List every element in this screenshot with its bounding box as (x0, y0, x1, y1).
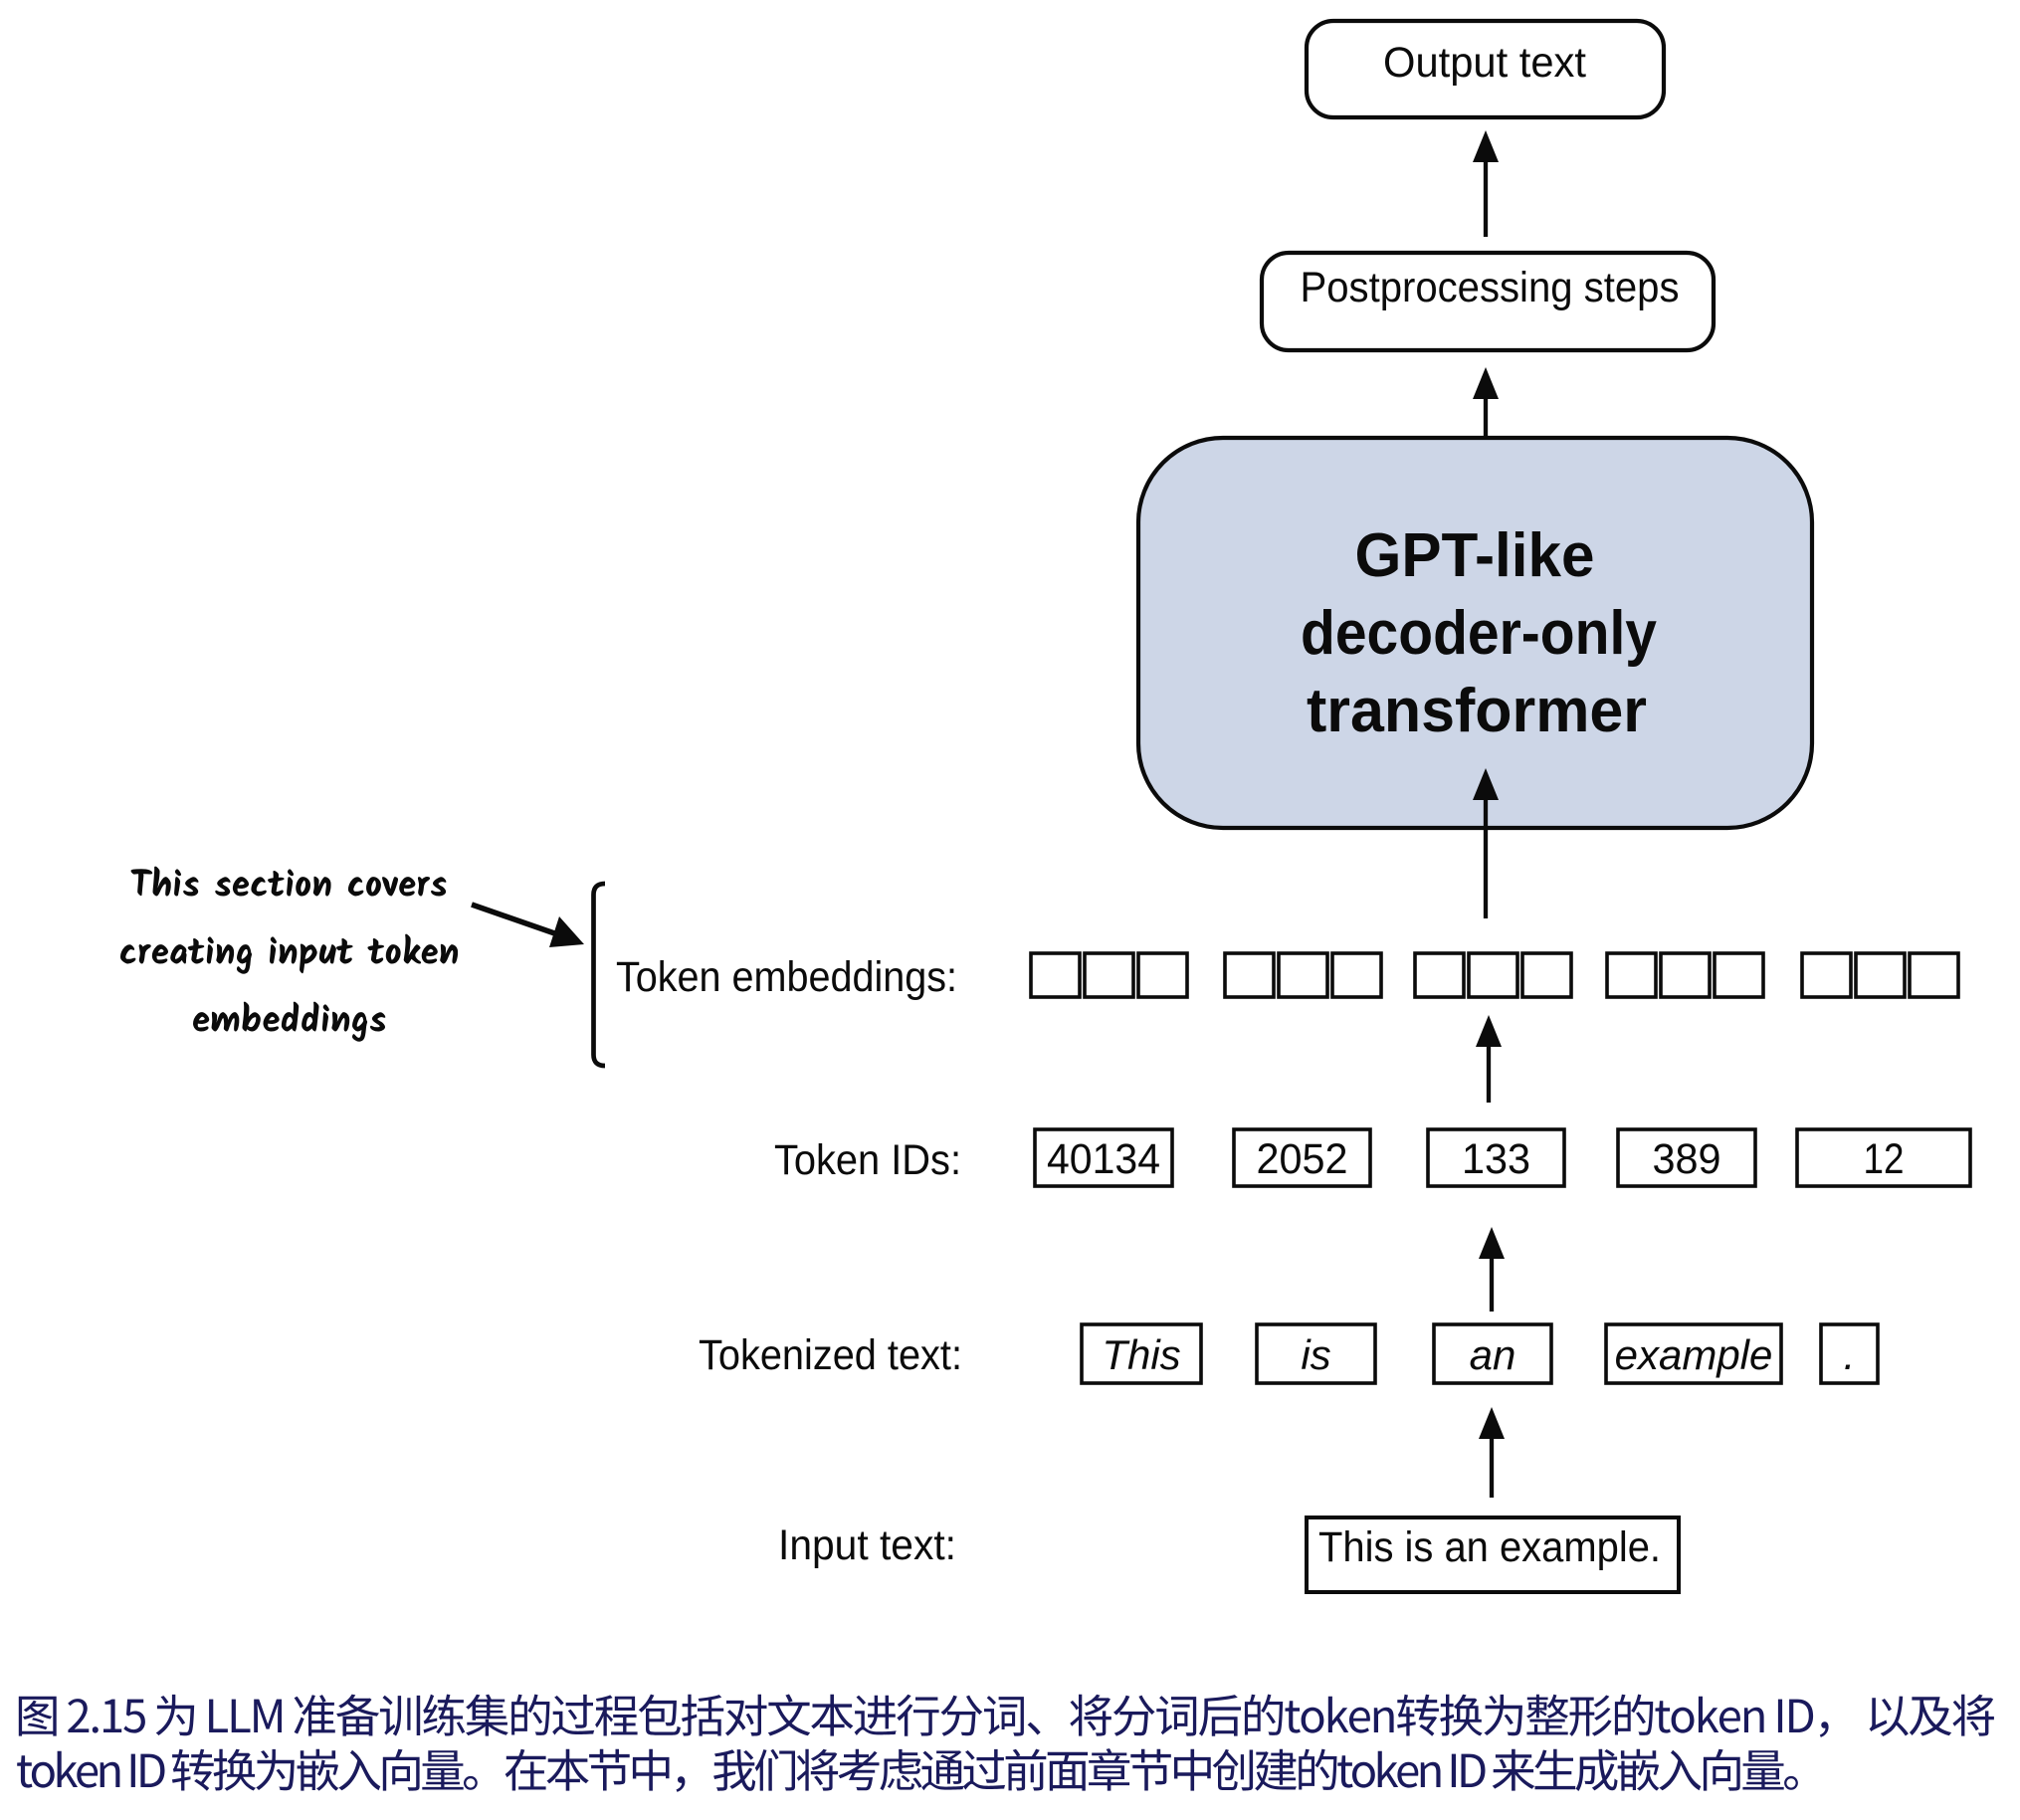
svg-text:is: is (1301, 1331, 1330, 1378)
svg-text:Output text: Output text (1383, 39, 1586, 87)
svg-text:Token embeddings:: Token embeddings: (616, 953, 957, 1001)
svg-text:Input text:: Input text: (778, 1521, 956, 1569)
svg-text:389: 389 (1653, 1135, 1721, 1183)
svg-text:.: . (1844, 1331, 1856, 1378)
svg-text:133: 133 (1462, 1135, 1530, 1183)
svg-text:40134: 40134 (1047, 1135, 1160, 1183)
svg-text:Token IDs:: Token IDs: (774, 1136, 961, 1184)
svg-text:This is an example.: This is an example. (1318, 1523, 1661, 1571)
svg-text:12: 12 (1864, 1135, 1905, 1183)
svg-text:2052: 2052 (1257, 1135, 1348, 1183)
svg-text:example: example (1615, 1331, 1773, 1378)
svg-text:an: an (1470, 1331, 1516, 1378)
svg-text:GPT-like: GPT-like (1355, 521, 1595, 590)
svg-text:Postprocessing steps: Postprocessing steps (1301, 264, 1680, 311)
svg-text:This: This (1102, 1331, 1180, 1378)
svg-text:decoder-only: decoder-only (1301, 599, 1657, 668)
svg-text:transformer: transformer (1307, 677, 1647, 745)
svg-text:Tokenized text:: Tokenized text: (699, 1331, 962, 1379)
